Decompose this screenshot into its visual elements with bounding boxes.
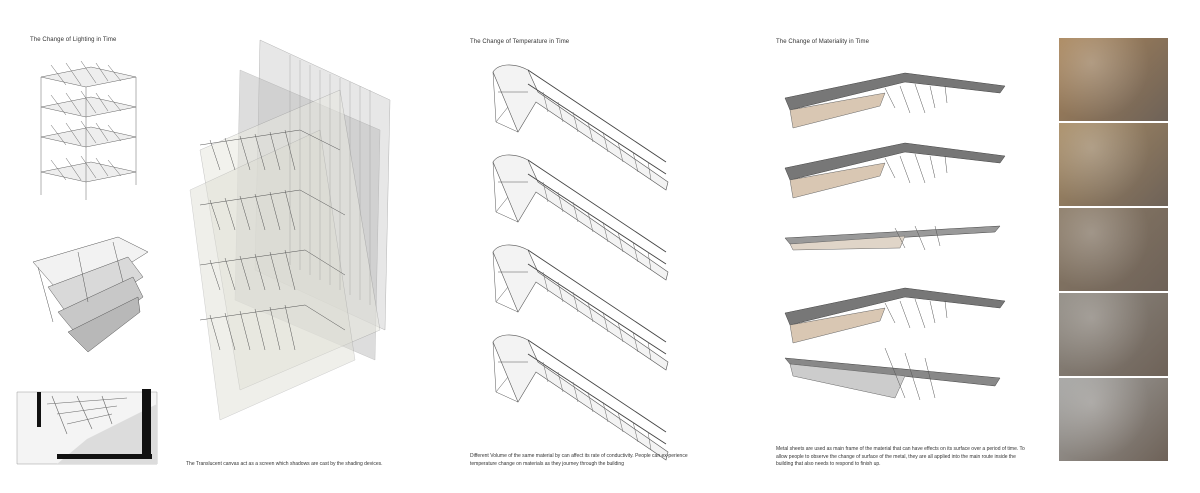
rust-swatch-5 [1059, 378, 1168, 461]
ramp-variant-2 [784, 142, 1006, 199]
rust-swatch-2 [1059, 123, 1168, 206]
materiality-ramp-sequence-diagram [784, 72, 1006, 401]
temperature-stair-sequence-diagram [492, 64, 669, 461]
rust-swatch-3 [1059, 208, 1168, 291]
temperature-panel-title: The Change of Temperature in Time [470, 39, 570, 45]
rust-swatch-4 [1059, 293, 1168, 376]
lighting-caption: The Translucent canvas act as a screen w… [186, 461, 383, 467]
lighting-panel-title: The Change of Lighting in Time [30, 37, 117, 43]
ramp-variant-5 [784, 347, 1001, 401]
lighting-canvas-section-diagram [32, 236, 149, 353]
rust-swatch-1 [1059, 38, 1168, 121]
frame-level [40, 60, 137, 88]
temperature-caption: Different Volume of the same material by… [470, 453, 688, 467]
ramp-variant-1 [784, 72, 1006, 129]
materiality-panel-title: The Change of Materiality in Time [776, 39, 870, 45]
lighting-stacked-frames-diagram [40, 60, 137, 200]
lighting-interior-perspective [16, 389, 158, 465]
lighting-layered-screen-diagram [189, 39, 391, 421]
ramp-variant-4 [784, 287, 1006, 344]
materiality-caption: Metal sheets are used as main frame of t… [776, 446, 1025, 467]
ramp-variant-3 [784, 225, 1001, 251]
